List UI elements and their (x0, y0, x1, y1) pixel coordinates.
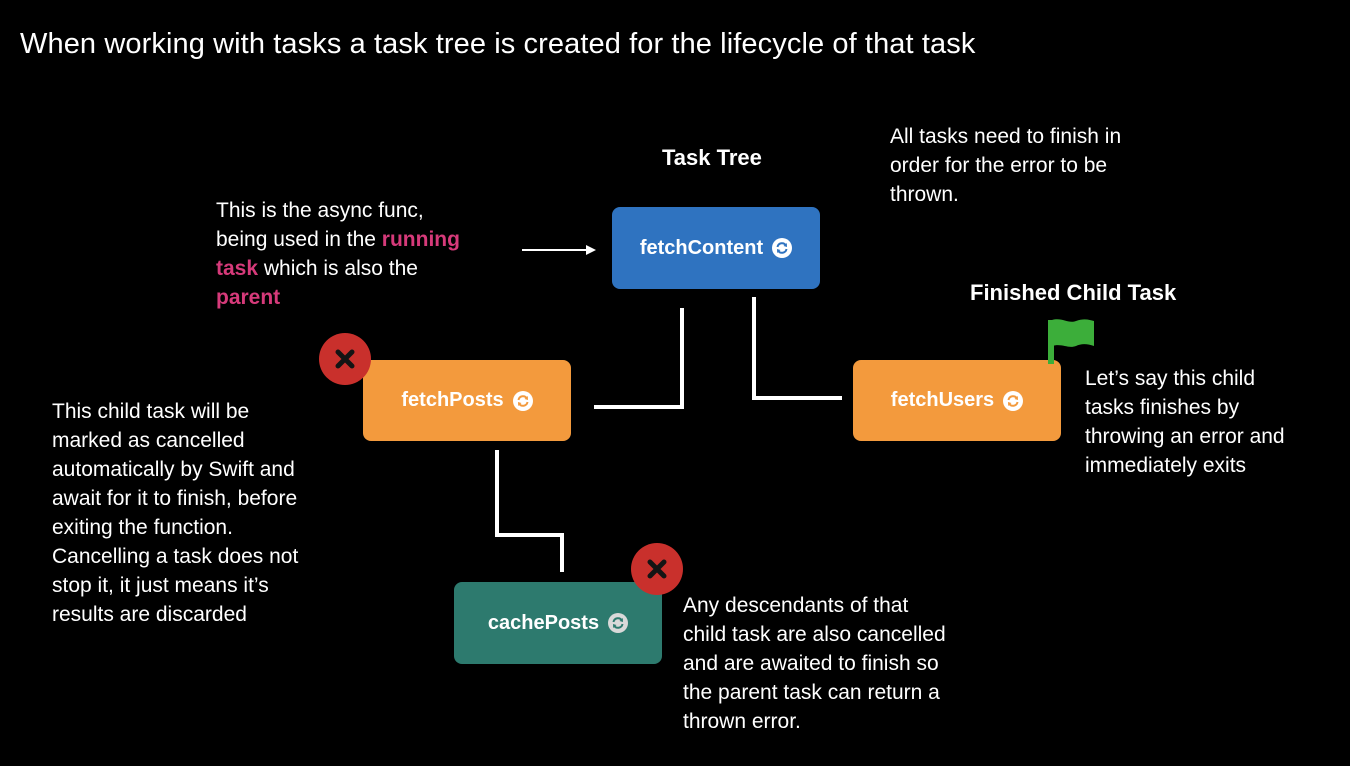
refresh-icon (772, 238, 793, 258)
note-cancelled-child: This child task will be marked as cancel… (52, 397, 298, 629)
note-line: exiting the function. (52, 516, 233, 539)
note-line: Cancelling a task does not (52, 545, 299, 568)
highlight-parent: parent (216, 286, 281, 309)
note-line: task which is also the (216, 254, 460, 283)
note-line: All tasks need to finish in (890, 125, 1122, 148)
note-line: await for it to finish, before (52, 487, 298, 510)
refresh-icon (512, 390, 533, 411)
note-line: thrown. (890, 183, 959, 206)
note-line: and are awaited to finish so (683, 652, 939, 675)
highlight-running: running (381, 228, 460, 251)
refresh-icon (1003, 390, 1024, 411)
note-line: stop it, it just means it’s (52, 574, 269, 597)
note-line: immediately exits (1085, 454, 1247, 477)
task-tree-heading: Task Tree (662, 145, 762, 170)
note-line: marked as cancelled (52, 429, 245, 452)
node-label: fetchUsers (890, 389, 995, 411)
node-fetch-posts: fetchPosts (363, 360, 571, 441)
connector-content-users (752, 297, 842, 400)
note-text: being used in the (216, 228, 382, 251)
x-circle-icon (631, 543, 683, 595)
note-line: thrown error. (683, 710, 801, 733)
note-descendants: Any descendants of that child task are a… (683, 591, 946, 736)
note-finished-child: Let’s say this child tasks finishes by t… (1085, 364, 1285, 480)
node-cache-posts: cachePosts (454, 582, 662, 664)
note-line: the parent task can return a (683, 681, 940, 704)
flag-icon (1048, 319, 1094, 364)
node-label: fetchContent (639, 236, 764, 259)
note-line: automatically by Swift and (52, 458, 295, 481)
note-line: This is the async func, (216, 199, 424, 222)
note-line: results are discarded (52, 603, 247, 626)
node-label: cachePosts (487, 611, 600, 634)
slide-title: When working with tasks a task tree is c… (20, 28, 976, 60)
note-line: being used in the running (216, 225, 460, 254)
note-all-tasks: All tasks need to finish in order for th… (890, 122, 1121, 209)
note-line: Let’s say this child (1085, 367, 1256, 390)
note-text: which is also the (258, 257, 418, 280)
note-line: order for the error to be (890, 154, 1108, 177)
note-line: tasks finishes by (1085, 396, 1240, 419)
refresh-icon (608, 613, 629, 633)
node-fetch-content: fetchContent (612, 207, 820, 289)
note-line: throwing an error and (1085, 425, 1285, 448)
arrow-head (586, 245, 596, 255)
connector-posts-cache (495, 450, 564, 572)
note-line: child task are also cancelled (683, 623, 946, 646)
node-label: fetchPosts (401, 389, 504, 411)
x-circle-icon (319, 333, 371, 385)
note-line: Any descendants of that (683, 594, 909, 617)
note-line: parent (216, 283, 460, 312)
highlight-task: task (216, 257, 259, 280)
connector-content-posts (594, 308, 684, 409)
note-line: This child task will be (52, 400, 250, 423)
note-parent: This is the async func, being used in th… (216, 196, 460, 312)
node-fetch-users: fetchUsers (853, 360, 1061, 441)
finished-child-heading: Finished Child Task (970, 280, 1177, 305)
